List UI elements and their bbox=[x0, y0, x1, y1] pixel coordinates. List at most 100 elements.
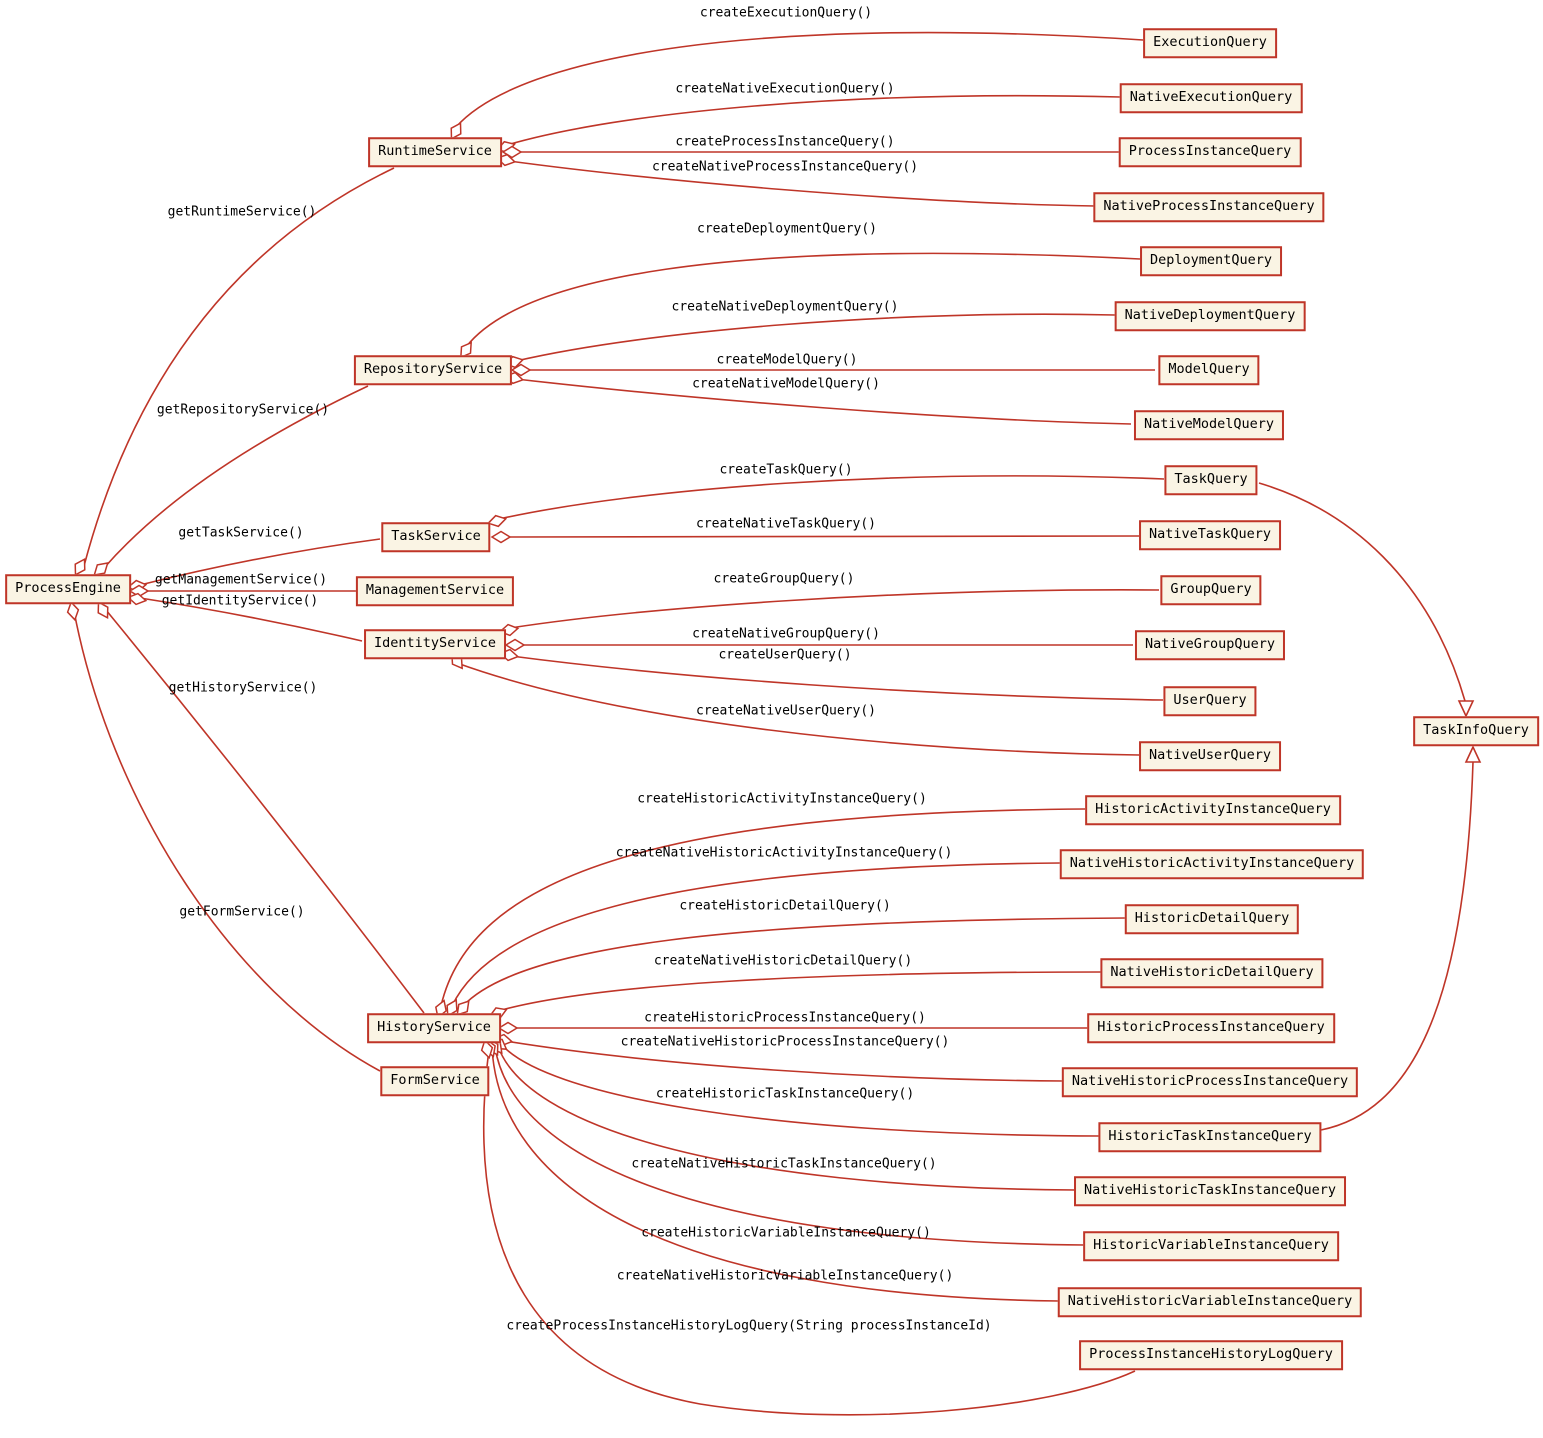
edge-create-historic-task-instance-query bbox=[500, 1043, 1102, 1137]
class-box-native-historic-detail-query: NativeHistoricDetailQuery bbox=[1100, 958, 1324, 988]
edge-label-create-native-task-query: createNativeTaskQuery() bbox=[695, 516, 877, 532]
class-box-deployment-query: DeploymentQuery bbox=[1140, 246, 1282, 276]
edge-label-create-native-historic-detail-query: createNativeHistoricDetailQuery() bbox=[653, 953, 913, 969]
edge-create-user-query bbox=[510, 655, 1164, 701]
edge-label-create-historic-detail-query: createHistoricDetailQuery() bbox=[679, 898, 891, 914]
edge-label-get-identity-service: getIdentityService() bbox=[161, 593, 319, 609]
class-box-historic-task-instance-query: HistoricTaskInstanceQuery bbox=[1098, 1122, 1322, 1152]
edge-create-group-query bbox=[509, 589, 1160, 629]
edge-create-historic-variable-instance-query bbox=[494, 1046, 1086, 1246]
class-box-process-instance-history-log-query: ProcessInstanceHistoryLogQuery bbox=[1079, 1340, 1343, 1370]
class-box-native-process-instance-query: NativeProcessInstanceQuery bbox=[1093, 192, 1325, 222]
aggregation-diamond bbox=[126, 592, 148, 606]
class-box-group-query: GroupQuery bbox=[1160, 575, 1262, 605]
edge-create-native-historic-task-instance-query bbox=[497, 1045, 1077, 1191]
edge-label-create-user-query: createUserQuery() bbox=[718, 647, 852, 663]
edge-create-historic-activity-instance-query bbox=[440, 808, 1086, 1007]
edge-get-runtime-service bbox=[83, 167, 395, 567]
edge-get-repository-service bbox=[103, 385, 369, 569]
edge-label-create-historic-process-instance-query: createHistoricProcessInstanceQuery() bbox=[644, 1010, 926, 1026]
aggregation-diamond bbox=[456, 1000, 470, 1016]
edge-label-create-historic-task-instance-query: createHistoricTaskInstanceQuery() bbox=[655, 1086, 915, 1102]
edge-create-native-user-query bbox=[456, 662, 1140, 756]
aggregation-diamond bbox=[504, 638, 526, 652]
edge-label-create-native-process-instance-query: createNativeProcessInstanceQuery() bbox=[651, 159, 919, 175]
edge-create-execution-query bbox=[455, 31, 1144, 128]
edge-get-history-service bbox=[105, 609, 425, 1014]
edge-create-native-execution-query bbox=[506, 94, 1121, 146]
edge-label-create-execution-query: createExecutionQuery() bbox=[699, 5, 873, 21]
edge-create-historic-detail-query bbox=[462, 917, 1127, 1007]
class-box-historic-detail-query: HistoricDetailQuery bbox=[1124, 904, 1300, 934]
aggregation-diamond bbox=[66, 600, 80, 622]
edge-create-native-historic-variable-instance-query bbox=[491, 1047, 1060, 1302]
aggregation-diamond bbox=[450, 121, 462, 141]
edge-get-form-service bbox=[73, 610, 381, 1072]
aggregation-diamond bbox=[435, 999, 447, 1019]
edge-create-process-instance-history-log-query bbox=[482, 1048, 1136, 1416]
class-box-historic-process-instance-query: HistoricProcessInstanceQuery bbox=[1087, 1013, 1335, 1043]
aggregation-diamond bbox=[93, 562, 109, 576]
class-box-form-service: FormService bbox=[380, 1066, 490, 1096]
edge-create-native-deployment-query bbox=[515, 313, 1116, 362]
edge-label-create-process-instance-query: createProcessInstanceQuery() bbox=[675, 134, 895, 150]
aggregation-diamond bbox=[74, 557, 86, 577]
edge-get-task-service bbox=[139, 538, 381, 586]
edge-label-create-native-historic-task-instance-query: createNativeHistoricTaskInstanceQuery() bbox=[631, 1156, 937, 1172]
class-box-native-historic-task-instance-query: NativeHistoricTaskInstanceQuery bbox=[1074, 1176, 1346, 1206]
inheritance-arrowhead bbox=[1464, 745, 1482, 763]
class-box-native-deployment-query: NativeDeploymentQuery bbox=[1114, 301, 1306, 331]
edge-label-create-deployment-query: createDeploymentQuery() bbox=[696, 221, 878, 237]
class-box-native-task-query: NativeTaskQuery bbox=[1139, 520, 1281, 550]
aggregation-diamond bbox=[486, 514, 508, 528]
edge-label-get-task-service: getTaskService() bbox=[178, 525, 304, 541]
edge-label-create-historic-variable-instance-query: createHistoricVariableInstanceQuery() bbox=[641, 1225, 931, 1241]
aggregation-diamond bbox=[480, 1038, 494, 1060]
aggregation-diamond bbox=[97, 600, 109, 620]
edge-create-native-historic-activity-instance-query bbox=[451, 862, 1061, 1007]
edge-label-get-management-service: getManagementService() bbox=[154, 572, 328, 588]
edge-label-get-runtime-service: getRuntimeService() bbox=[167, 204, 317, 220]
class-box-native-historic-activity-instance-query: NativeHistoricActivityInstanceQuery bbox=[1059, 849, 1365, 879]
class-box-native-model-query: NativeModelQuery bbox=[1133, 410, 1285, 440]
class-box-identity-service: IdentityService bbox=[364, 629, 506, 659]
edge-label-create-model-query: createModelQuery() bbox=[716, 352, 858, 368]
edge-label-create-native-model-query: createNativeModelQuery() bbox=[692, 376, 880, 392]
edge-label-get-history-service: getHistoryService() bbox=[168, 680, 318, 696]
class-box-execution-query: ExecutionQuery bbox=[1143, 28, 1277, 58]
edge-label-get-repository-service: getRepositoryService() bbox=[156, 402, 330, 418]
class-box-native-historic-process-instance-query: NativeHistoricProcessInstanceQuery bbox=[1061, 1067, 1359, 1097]
edge-get-identity-service bbox=[139, 597, 363, 642]
class-box-process-engine: ProcessEngine bbox=[5, 574, 131, 604]
edge-label-create-native-historic-process-instance-query: createNativeHistoricProcessInstanceQuery… bbox=[620, 1034, 950, 1050]
edge-label-create-native-historic-variable-instance-query: createNativeHistoricVariableInstanceQuer… bbox=[616, 1268, 954, 1284]
class-box-model-query: ModelQuery bbox=[1158, 355, 1260, 385]
edge-label-get-form-service: getFormService() bbox=[179, 904, 305, 920]
edge-create-native-process-instance-query bbox=[508, 160, 1096, 207]
aggregation-diamond bbox=[510, 363, 532, 377]
aggregation-diamond bbox=[490, 530, 512, 544]
class-box-historic-activity-instance-query: HistoricActivityInstanceQuery bbox=[1085, 795, 1341, 825]
class-box-management-service: ManagementService bbox=[355, 576, 515, 606]
class-box-native-historic-variable-instance-query: NativeHistoricVariableInstanceQuery bbox=[1057, 1287, 1363, 1317]
aggregation-diamond bbox=[460, 341, 472, 359]
class-box-historic-variable-instance-query: HistoricVariableInstanceQuery bbox=[1083, 1231, 1339, 1261]
aggregation-diamond bbox=[446, 998, 458, 1018]
inheritance-arrowhead bbox=[1457, 700, 1475, 718]
edge-create-native-historic-detail-query bbox=[497, 971, 1103, 1012]
edge-create-task-query bbox=[498, 475, 1165, 520]
class-box-history-service: HistoryService bbox=[367, 1013, 501, 1043]
class-box-task-info-query: TaskInfoQuery bbox=[1413, 716, 1539, 746]
edge-create-native-task-query bbox=[501, 535, 1140, 538]
class-box-native-user-query: NativeUserQuery bbox=[1139, 741, 1281, 771]
edge-create-deployment-query bbox=[465, 252, 1141, 348]
edge-label-create-native-group-query: createNativeGroupQuery() bbox=[692, 626, 880, 642]
edge-label-create-task-query: createTaskQuery() bbox=[719, 462, 853, 478]
class-box-task-service: TaskService bbox=[381, 522, 491, 552]
class-box-user-query: UserQuery bbox=[1163, 686, 1257, 716]
edge-historic-task-instance-query-extends-task-info-query bbox=[1320, 761, 1474, 1131]
edge-label-create-native-deployment-query: createNativeDeploymentQuery() bbox=[671, 299, 899, 315]
class-box-process-instance-query: ProcessInstanceQuery bbox=[1118, 137, 1302, 167]
edge-create-native-historic-process-instance-query bbox=[504, 1040, 1065, 1082]
